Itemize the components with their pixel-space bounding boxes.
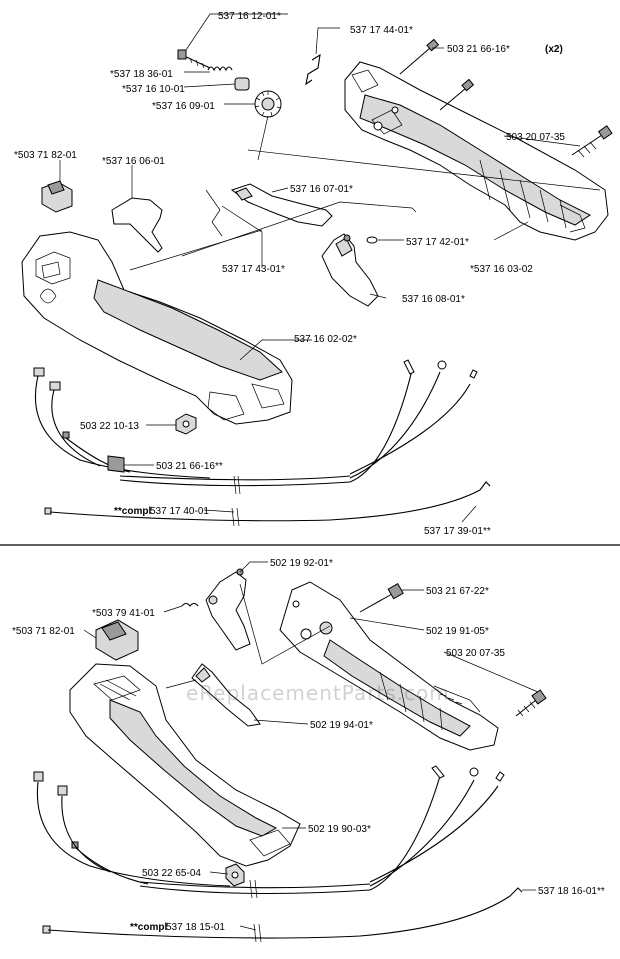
screw-503-20-07-35-top — [571, 125, 613, 158]
spring-537-18-36-01 — [207, 66, 233, 72]
label-503-22-10-13: 503 22 10-13 — [80, 421, 139, 432]
label-503-20-07-35-bottom: 503 20 07-35 — [446, 648, 505, 659]
trigger-502-19-92-01 — [205, 568, 251, 651]
label-503-71-82-01-bottom: *503 71 82-01 — [12, 626, 75, 637]
label-537-16-09-01: *537 16 09-01 — [152, 101, 215, 112]
label-503-79-41-01: *503 79 41-01 — [92, 608, 155, 619]
label-537-17-40-01: 537 17 40-01 — [150, 506, 209, 517]
spring-503-79-41-01 — [181, 602, 199, 607]
label-537-16-07-01: 537 16 07-01* — [290, 184, 353, 195]
label-502-19-94-01: 502 19 94-01* — [310, 720, 373, 731]
watermark: eReplacementParts.com — [186, 681, 450, 705]
label-503-21-67-22: 503 21 67-22* — [426, 586, 489, 597]
label-502-19-90-03: 502 19 90-03* — [308, 824, 371, 835]
clip-537-17-44-01 — [305, 53, 321, 86]
label-537-18-16-01: 537 18 16-01** — [538, 886, 605, 897]
label-503-71-82-01-top: *503 71 82-01 — [14, 150, 77, 161]
lever-502-19-94-01 — [191, 663, 261, 727]
lever-537-16-07-01 — [230, 183, 333, 227]
rear-bracket-bottom — [279, 581, 499, 751]
label-502-19-91-05: 502 19 91-05* — [426, 626, 489, 637]
handle-502-19-90-03 — [69, 663, 301, 867]
cable-harness-bottom — [33, 765, 523, 943]
label-537-18-15-01: 537 18 15-01 — [166, 922, 225, 933]
label-537-18-36-01: *537 18 36-01 — [110, 69, 173, 80]
label-537-16-08-01: 537 16 08-01* — [402, 294, 465, 305]
screw-503-21-67-22 — [359, 582, 404, 613]
screw-503-21-66-16 — [399, 38, 475, 111]
switch-503-71-82-01-bottom — [95, 619, 139, 661]
trigger-537-16-08-01 — [321, 233, 379, 307]
bushing-537-16-10-01 — [234, 77, 250, 91]
label-537-16-03-02: *537 16 03-02 — [470, 264, 533, 275]
labels-top: 537 16 12-01* 537 17 44-01* 503 21 66-16… — [14, 11, 565, 537]
label-503-21-66-16-b: 503 21 66-16** — [156, 461, 223, 472]
screw-503-20-07-35-bottom — [515, 689, 547, 717]
label-compl-prefix-bottom: **compl — [130, 922, 167, 933]
rear-bracket-top — [344, 61, 609, 241]
handle-537-16-02-02 — [21, 231, 293, 425]
throttle-lock-537-16-06-01 — [111, 197, 163, 253]
leader-lines-bottom — [83, 561, 539, 931]
cable-harness-top — [33, 359, 491, 527]
label-compl-prefix-top: **compl — [114, 506, 151, 517]
label-537-16-12-01: 537 16 12-01* — [218, 11, 281, 22]
switch-503-71-82-01-top — [41, 180, 73, 213]
label-537-16-06-01: *537 16 06-01 — [102, 156, 165, 167]
pin-537-17-42-01 — [366, 236, 378, 244]
leader-lines-top — [59, 13, 601, 523]
label-503-20-07-35-top: 503 20 07-35 — [506, 132, 565, 143]
label-503-21-66-16: 503 21 66-16* — [447, 44, 510, 55]
label-503-22-65-04: 503 22 65-04 — [142, 868, 201, 879]
label-537-17-44-01: 537 17 44-01* — [350, 25, 413, 36]
ratchet-537-16-09-01 — [254, 90, 282, 118]
top-diagram: 537 16 12-01* 537 17 44-01* 503 21 66-16… — [14, 11, 613, 537]
label-537-17-42-01: 537 17 42-01* — [406, 237, 469, 248]
labels-bottom: 502 19 92-01* *503 79 41-01 503 21 67-22… — [12, 558, 605, 933]
label-537-16-02-02: 537 16 02-02* — [294, 334, 357, 345]
label-537-17-43-01: 537 17 43-01* — [222, 264, 285, 275]
label-537-16-10-01: *537 16 10-01 — [122, 84, 185, 95]
label-502-19-92-01: 502 19 92-01* — [270, 558, 333, 569]
nut-503-22-10-13 — [175, 413, 197, 435]
label-x2: (x2) — [545, 44, 563, 55]
screw-537-16-12-01 — [177, 49, 211, 69]
bottom-diagram: 502 19 92-01* *503 79 41-01 503 21 67-22… — [12, 558, 605, 943]
label-537-17-39-01: 537 17 39-01** — [424, 526, 491, 537]
nut-503-22-65-04 — [225, 863, 245, 887]
